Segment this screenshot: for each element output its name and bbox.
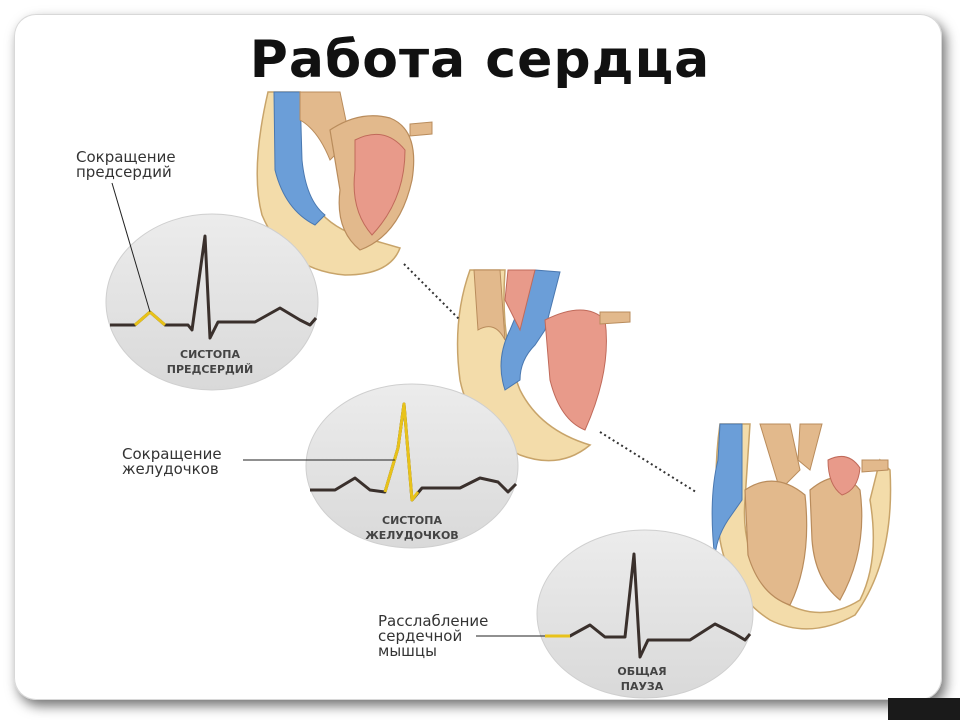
ecg-panel-ventricular-systole — [305, 383, 519, 549]
ecg-caption-line: ЖЕЛУДОЧКОВ — [365, 529, 459, 542]
ecg-caption-ventricular: СИСТОПА ЖЕЛУДОЧКОВ — [352, 513, 472, 543]
ecg-caption-atrial: СИСТОПА ПРЕДСЕРДИЙ — [150, 347, 270, 377]
ecg-panel-atrial-systole — [105, 213, 319, 391]
corner-bar — [888, 698, 960, 720]
ecg-panel-general-pause — [536, 529, 754, 699]
phase-label-line: Сокращение — [122, 445, 222, 463]
ecg-caption-line: ПАУЗА — [620, 680, 664, 693]
phase-label-pause: Расслабление сердечной мышцы — [378, 614, 488, 659]
heart-illustration-general-pause — [711, 423, 892, 630]
ecg-caption-line: ОБЩАЯ — [617, 665, 667, 678]
phase-label-atrial: Сокращение предсердий — [76, 150, 176, 180]
phase-label-line: желудочков — [122, 460, 219, 478]
connector-dots-2 — [599, 431, 697, 493]
leader-line-atrial — [111, 182, 151, 313]
phase-label-line: предсердий — [76, 163, 172, 181]
phase-label-line: Расслабление — [378, 612, 489, 630]
page-title: Работа сердца — [249, 30, 711, 90]
ecg-trace — [545, 552, 752, 659]
ecg-caption-line: ПРЕДСЕРДИЙ — [166, 363, 254, 376]
ecg-highlight-qrs — [383, 402, 420, 502]
connector-dots-1 — [403, 263, 461, 321]
phase-label-line: сердечной — [378, 627, 463, 645]
phase-label-line: мышцы — [378, 642, 437, 660]
ecg-caption-line: СИСТОПА — [382, 514, 442, 527]
ecg-caption-pause: ОБЩАЯ ПАУЗА — [582, 664, 702, 694]
phase-label-ventricular: Сокращение желудочков — [122, 447, 222, 477]
phase-label-line: Сокращение — [76, 148, 176, 166]
ecg-caption-line: СИСТОПА — [180, 348, 240, 361]
heart-illustration-atrial-systole — [256, 91, 433, 276]
